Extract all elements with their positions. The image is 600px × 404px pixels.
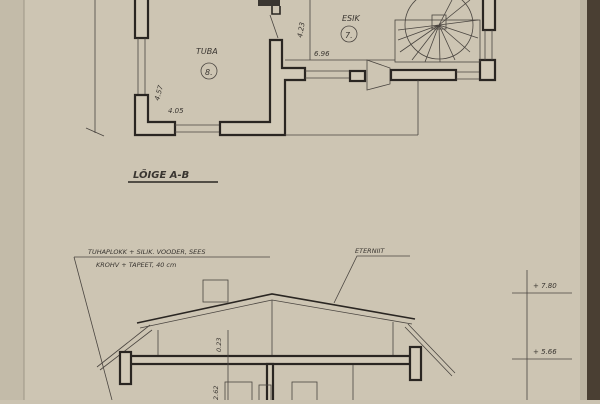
room-name-tuba: TUBA (196, 47, 218, 56)
level-7-80: + 7.80 (533, 282, 557, 290)
roof-material-label: ETERNIIT (355, 247, 385, 255)
spiral-staircase (394, 0, 481, 63)
room-name-esik: ESIK (342, 14, 360, 23)
dimension-4-57: 4.57 (153, 84, 165, 102)
room-number-tuba: 8. (205, 68, 213, 77)
dimension-2-62: 2.62 (212, 386, 220, 400)
floor-plan: TUBA 8. ESIK 7. 4.23 6.96 4.57 4.05 (85, 0, 497, 137)
room-number-esik: 7. (345, 31, 353, 40)
dimension-6-96: 6.96 (314, 50, 330, 58)
left-margin-strip (0, 0, 24, 400)
section-title: LÕIGE A-B (133, 168, 189, 181)
dimension-4-05: 4.05 (168, 107, 184, 115)
section-drawing: LÕIGE A-B TUHAPLOKK + SILIK. VOODER, SEE… (73, 168, 572, 404)
wall-note-line1: TUHAPLOKK + SILIK. VOODER, SEES (88, 248, 206, 256)
level-5-66: + 5.66 (533, 348, 557, 356)
dimension-0-23: 0.23 (215, 338, 223, 352)
dimension-4-23: 4.23 (296, 22, 307, 39)
wall-note-line2: KROHV + TAPEET, 40 cm (96, 261, 176, 269)
chimney (202, 279, 229, 303)
sheet-edge-shadow (586, 0, 600, 400)
